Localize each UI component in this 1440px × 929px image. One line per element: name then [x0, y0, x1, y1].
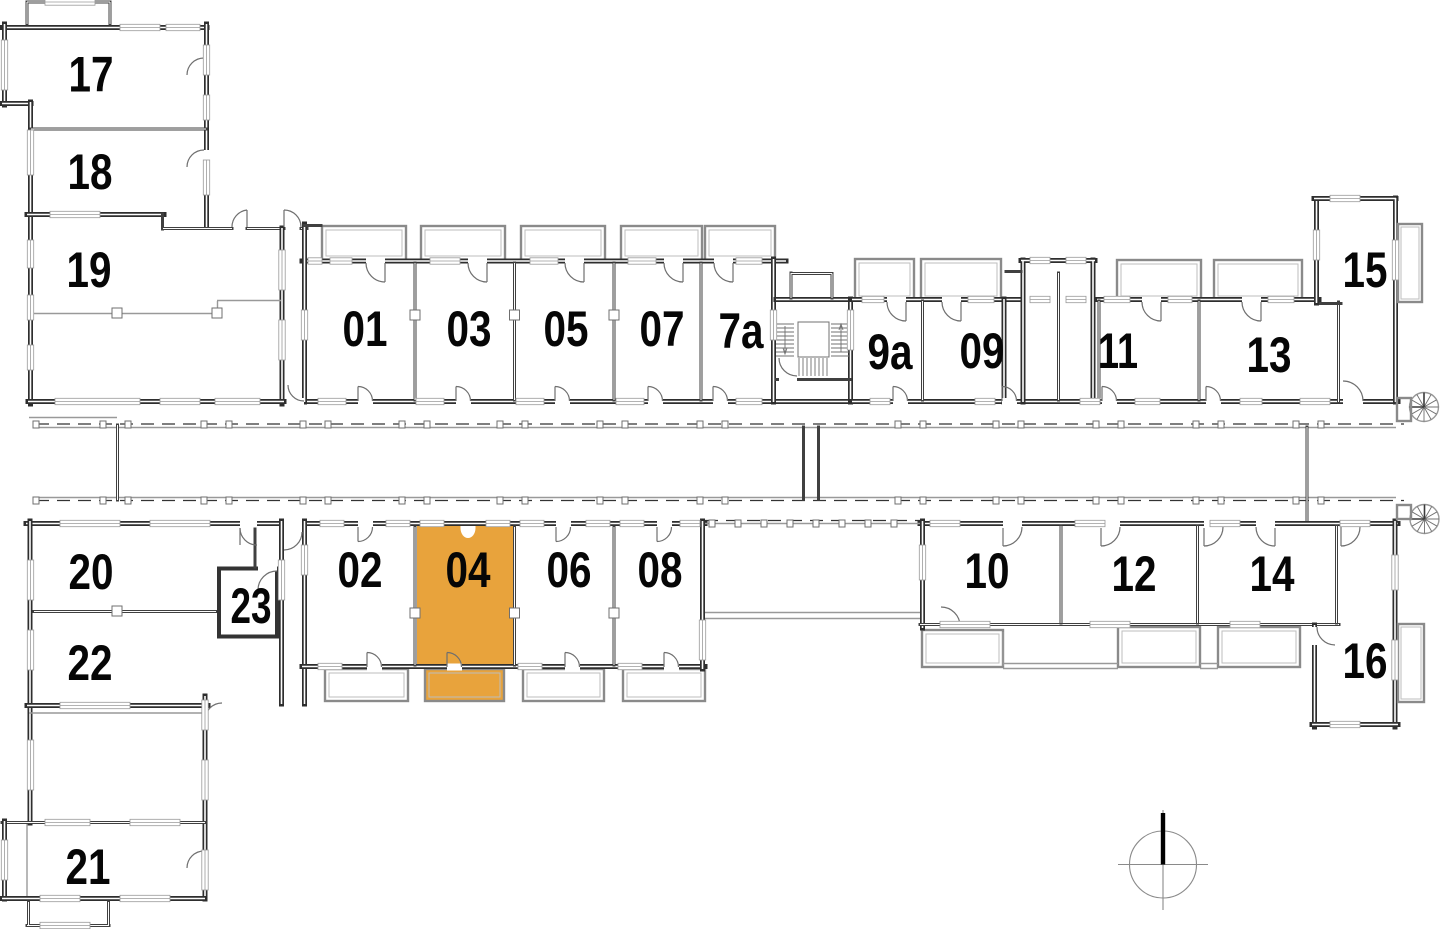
svg-text:09: 09	[960, 323, 1005, 379]
svg-text:02: 02	[338, 542, 383, 598]
svg-text:01: 01	[343, 301, 388, 357]
svg-text:23: 23	[231, 578, 272, 634]
svg-text:9a: 9a	[868, 324, 914, 380]
svg-text:07: 07	[640, 301, 685, 357]
svg-text:10: 10	[965, 543, 1010, 599]
svg-text:18: 18	[68, 144, 113, 200]
svg-text:06: 06	[547, 542, 592, 598]
svg-text:04: 04	[446, 542, 491, 598]
svg-text:13: 13	[1247, 327, 1292, 383]
svg-text:05: 05	[544, 301, 589, 357]
svg-text:20: 20	[69, 544, 114, 600]
svg-text:11: 11	[1098, 323, 1138, 379]
svg-text:12: 12	[1112, 546, 1157, 602]
svg-text:7a: 7a	[719, 303, 765, 359]
svg-text:22: 22	[68, 635, 113, 691]
svg-text:15: 15	[1343, 242, 1388, 298]
svg-text:16: 16	[1343, 633, 1388, 689]
svg-text:21: 21	[66, 839, 111, 895]
svg-text:14: 14	[1250, 546, 1295, 602]
svg-text:19: 19	[67, 242, 112, 298]
svg-text:08: 08	[638, 542, 683, 598]
svg-text:17: 17	[69, 47, 114, 103]
svg-text:03: 03	[447, 301, 492, 357]
